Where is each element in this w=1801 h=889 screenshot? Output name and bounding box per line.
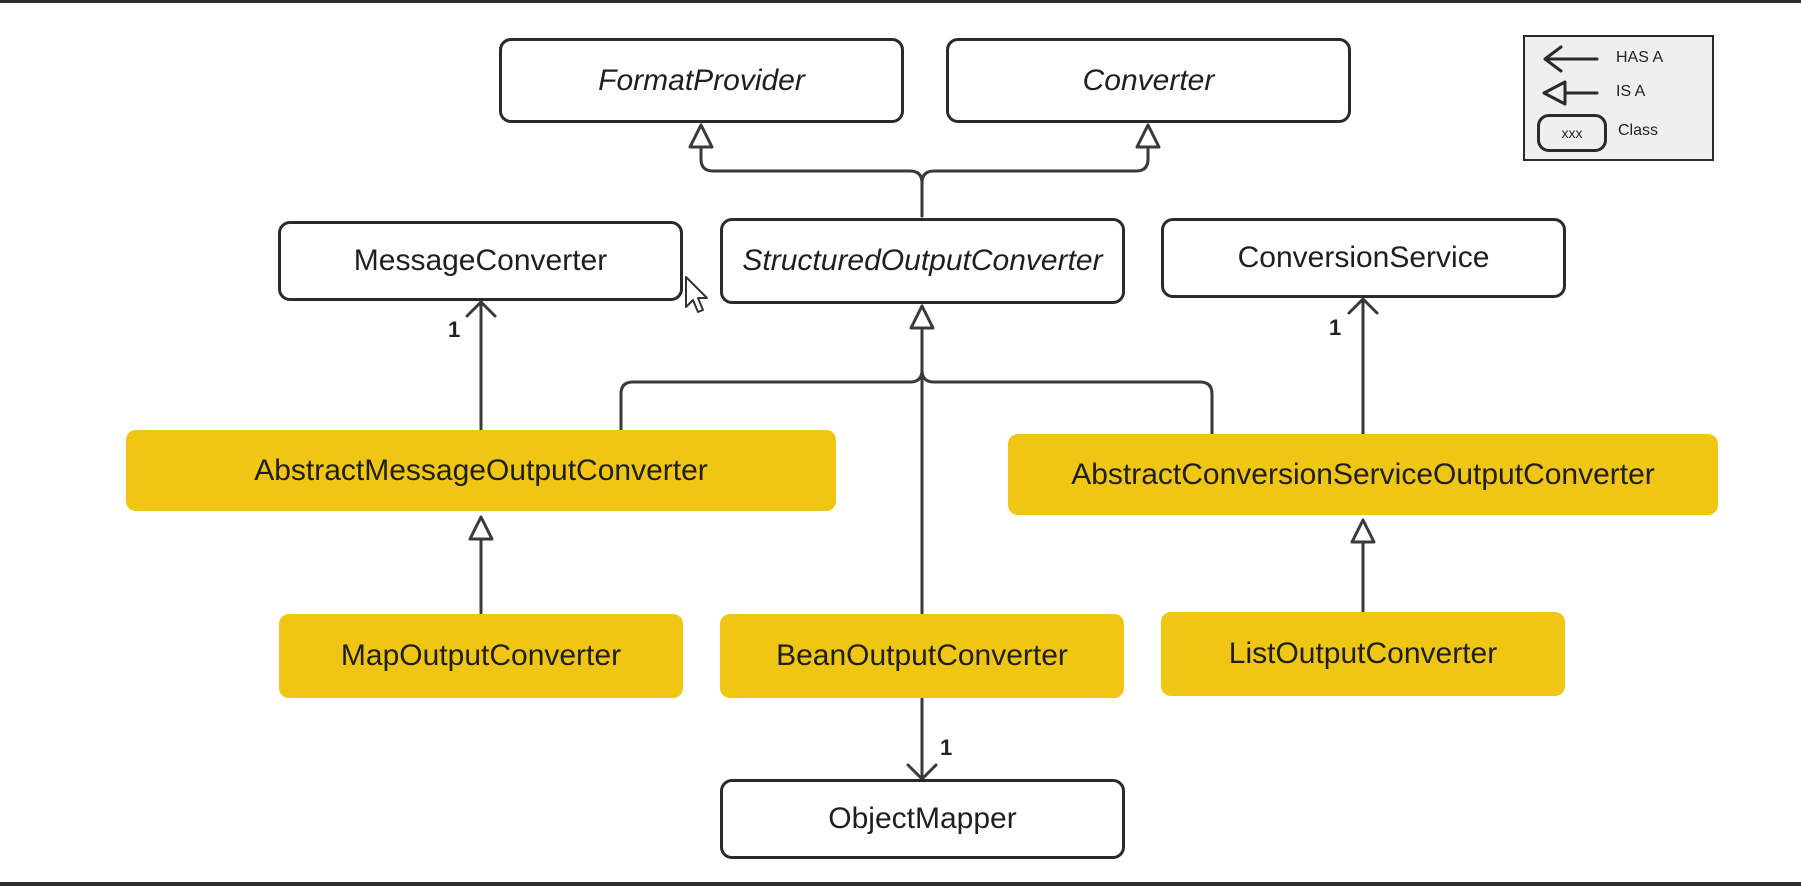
class-abstract-message-output-converter: AbstractMessageOutputConverter <box>126 430 836 511</box>
multiplicity-message-converter: 1 <box>448 317 461 342</box>
class-converter: Converter <box>946 38 1351 123</box>
legend-class-box: xxx <box>1537 114 1607 152</box>
class-list-output-converter-label: ListOutputConverter <box>1228 637 1498 670</box>
multiplicity-object-mapper: 1 <box>940 735 953 760</box>
class-object-mapper: ObjectMapper <box>720 779 1125 859</box>
class-format-provider: FormatProvider <box>499 38 904 123</box>
legend-class-label: Class <box>1618 122 1659 139</box>
class-object-mapper-label: ObjectMapper <box>828 802 1017 835</box>
is-a-arrowhead-converter <box>1135 123 1161 149</box>
class-structured-output-converter: StructuredOutputConverter <box>720 218 1125 304</box>
legend-has-a-label: HAS A <box>1616 49 1664 66</box>
class-message-converter: MessageConverter <box>278 221 683 301</box>
class-converter-label: Converter <box>1082 63 1215 97</box>
class-list-output-converter: ListOutputConverter <box>1161 612 1565 696</box>
has-a-arrowhead-conversion-service <box>1347 297 1379 315</box>
class-message-converter-label: MessageConverter <box>353 244 608 277</box>
class-conversion-service: ConversionService <box>1161 218 1566 298</box>
has-a-arrowhead-message-converter <box>465 300 497 318</box>
multiplicity-conversion-service: 1 <box>1329 315 1342 340</box>
is-a-arrowhead-abstract-message <box>468 515 494 541</box>
is-a-line-abstract-conversion <box>920 368 1214 436</box>
has-a-arrow-icon <box>1543 45 1599 73</box>
class-format-provider-label: FormatProvider <box>598 63 805 97</box>
is-a-line-to-converter <box>920 143 1150 218</box>
class-abstract-message-output-converter-label: AbstractMessageOutputConverter <box>254 453 708 487</box>
is-a-arrowhead-structured-output <box>909 304 935 330</box>
is-a-line-to-format-provider <box>699 143 924 218</box>
legend-is-a-label: IS A <box>1616 83 1646 100</box>
legend: HAS A IS A xxx Class <box>1523 35 1714 161</box>
class-bean-output-converter: BeanOutputConverter <box>720 614 1124 698</box>
legend-symbols <box>1542 45 1599 106</box>
class-structured-output-converter-label: StructuredOutputConverter <box>742 244 1103 277</box>
class-map-output-converter: MapOutputConverter <box>279 614 683 698</box>
class-map-output-converter-label: MapOutputConverter <box>340 639 622 672</box>
legend-class-box-text: xxx <box>1561 125 1583 141</box>
class-abstract-conversion-service-output-converter: AbstractConversionServiceOutputConverter <box>1008 434 1718 515</box>
class-bean-output-converter-label: BeanOutputConverter <box>776 639 1068 672</box>
class-abstract-conversion-service-output-converter-label: AbstractConversionServiceOutputConverter <box>1071 457 1655 491</box>
is-a-line-abstract-message <box>619 327 924 432</box>
mouse-cursor-icon <box>685 276 708 313</box>
is-a-arrow-icon <box>1542 80 1567 106</box>
class-conversion-service-label: ConversionService <box>1237 241 1490 274</box>
is-a-arrowhead-format-provider <box>688 123 714 149</box>
is-a-arrowhead-abstract-conversion <box>1350 518 1376 544</box>
